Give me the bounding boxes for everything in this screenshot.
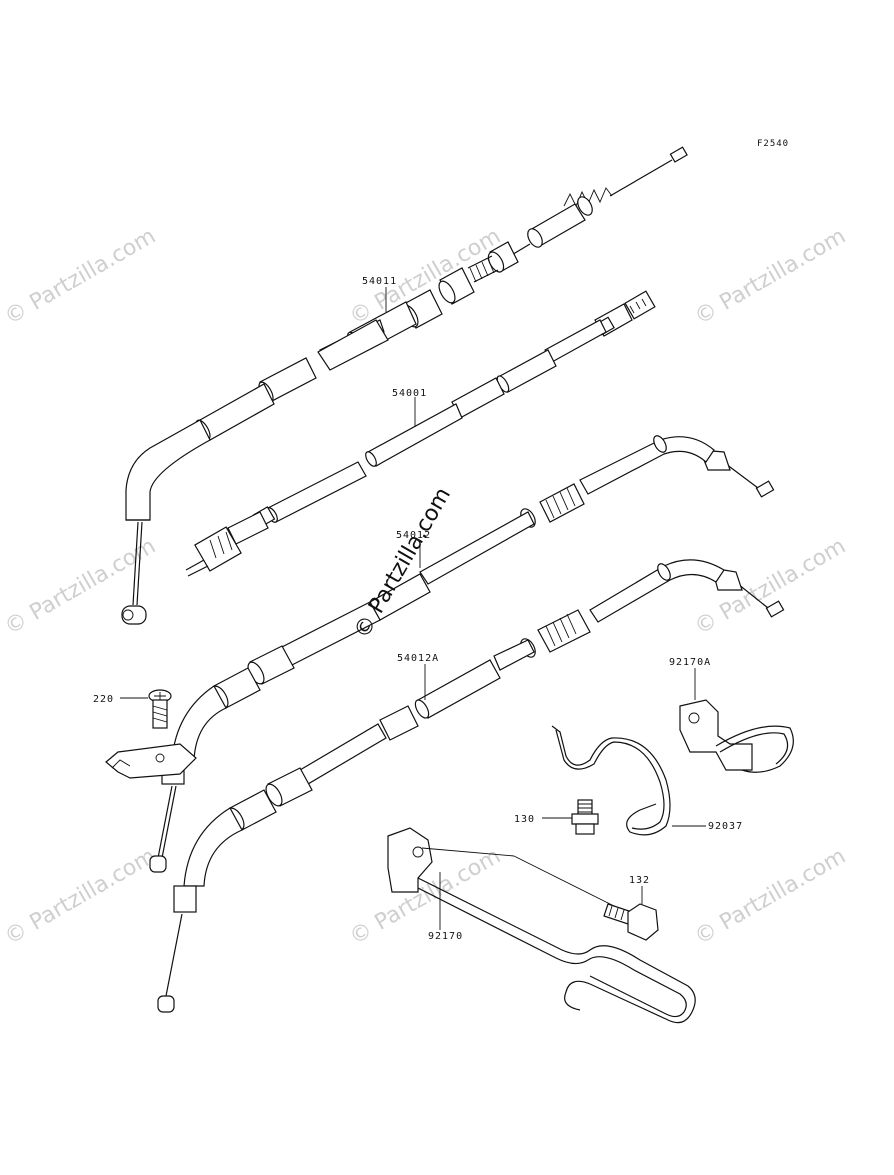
watermark: © Partzilla.com: [1, 224, 161, 331]
label-54011: 54011: [362, 276, 397, 287]
label-54001: 54001: [392, 388, 427, 399]
part-220-screw[interactable]: [120, 689, 172, 729]
label-220: 220: [93, 694, 114, 705]
cable-54012[interactable]: [149, 434, 775, 873]
watermark: © Partzilla.com: [691, 844, 851, 951]
figure-code: F2540: [757, 139, 789, 149]
label-92170: 92170: [428, 931, 463, 942]
part-132-bolt[interactable]: [603, 886, 659, 941]
part-92170A-bracket[interactable]: [679, 668, 794, 773]
part-92037-clamp[interactable]: [551, 725, 706, 836]
watermark: © Partzilla.com: [691, 224, 851, 331]
cable-bracket-plate[interactable]: [105, 743, 197, 779]
part-130-bolt[interactable]: [542, 799, 599, 835]
label-92170A: 92170A: [669, 657, 711, 668]
label-130: 130: [514, 814, 535, 825]
label-54012A: 54012A: [397, 653, 439, 664]
watermark: © Partzilla.com: [1, 844, 161, 951]
cable-54001[interactable]: [185, 290, 656, 577]
cable-54012A[interactable]: [157, 559, 785, 1013]
label-54012: 54012: [396, 530, 431, 541]
label-132: 132: [629, 875, 650, 886]
cable-54011[interactable]: [121, 146, 688, 625]
watermark: © Partzilla.com: [691, 534, 851, 641]
part-92170-bracket[interactable]: [387, 827, 696, 1024]
label-92037: 92037: [708, 821, 743, 832]
